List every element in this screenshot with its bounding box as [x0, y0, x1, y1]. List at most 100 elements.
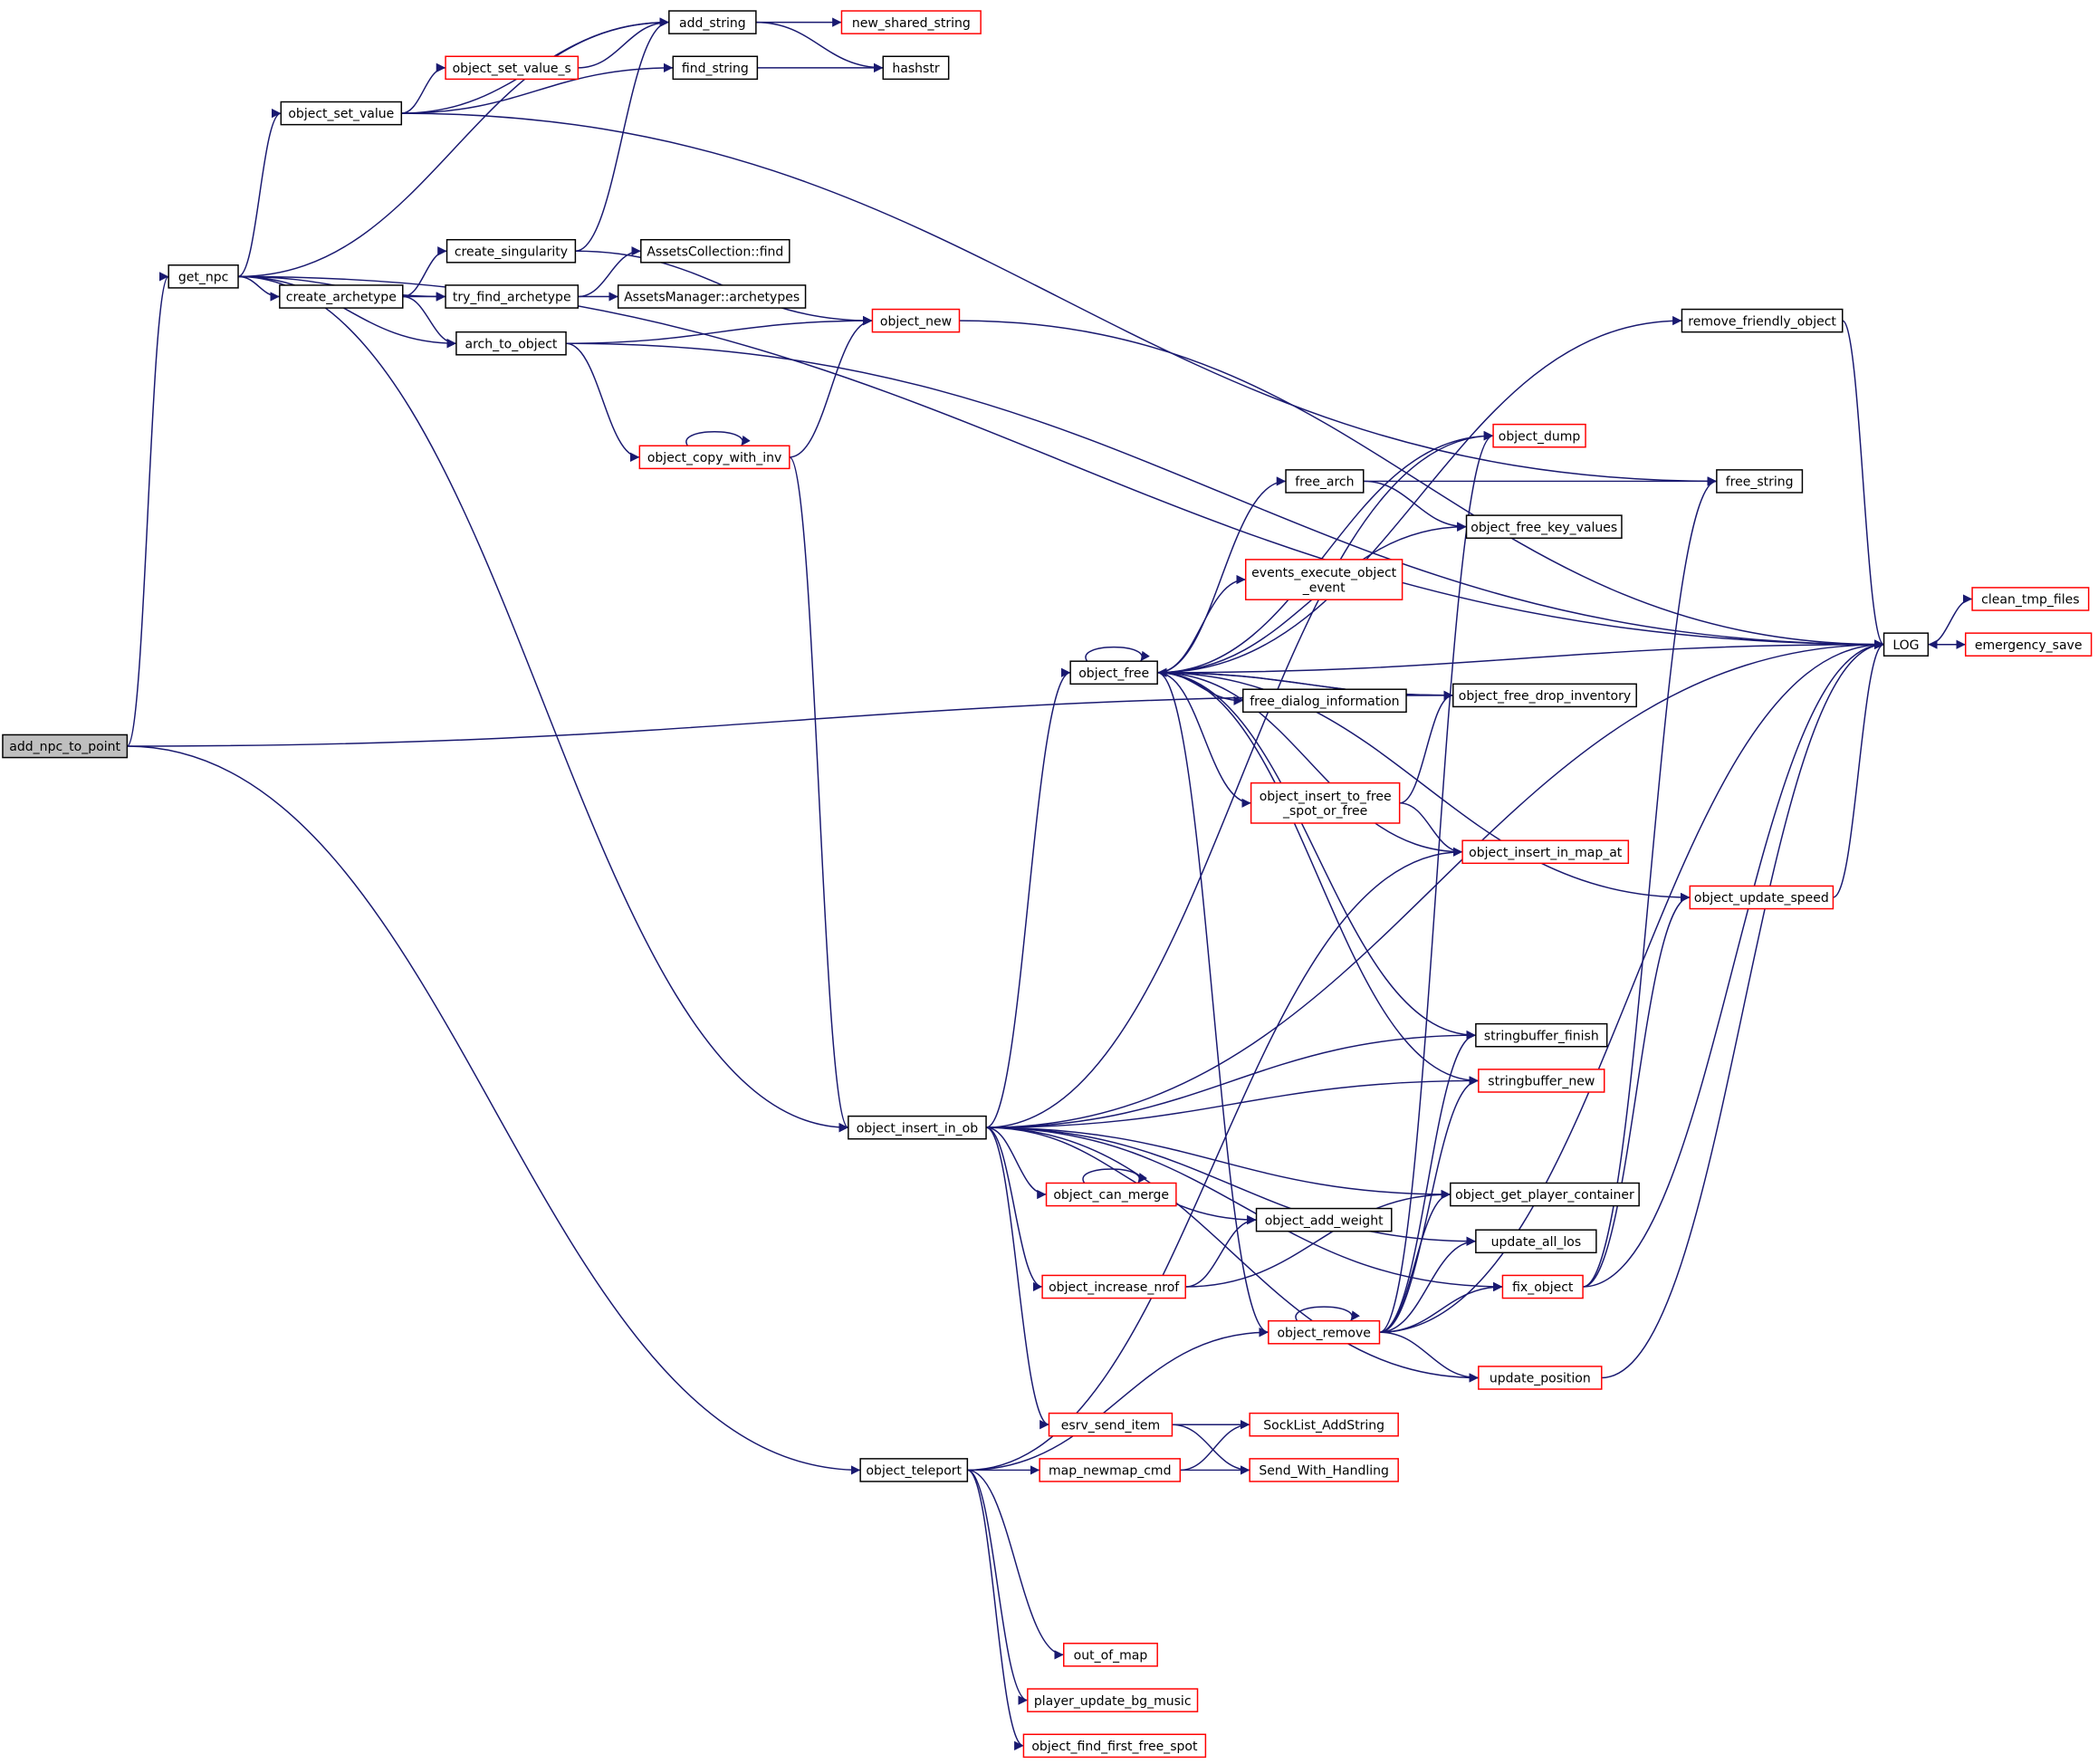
edge-object-insert-in-ob-to-object-increase-nrof [985, 1126, 1043, 1292]
edge-object-free-to-stringbuffer-new [1157, 672, 1479, 1086]
node-socklist-addstring[interactable]: SockList_AddString [1249, 1412, 1399, 1437]
node-add-string[interactable]: add_string [668, 10, 757, 34]
node-object-add-weight[interactable]: object_add_weight [1255, 1207, 1393, 1232]
node-events-execute-object-event[interactable]: events_execute_object_event [1244, 559, 1403, 600]
node-box [1475, 1229, 1597, 1254]
edge-object-free-to-object-insert-in-map-at [1157, 672, 1463, 857]
node-create-singularity[interactable]: create_singularity [445, 238, 577, 264]
edge-object-insert-in-ob-to-stringbuffer-finish [986, 1031, 1476, 1128]
node-box [1027, 1688, 1199, 1712]
edge-object-free-to-object-dump [1157, 431, 1494, 674]
node-map-newmap-cmd[interactable]: map_newmap_cmd [1039, 1458, 1182, 1482]
node-label: _event [1302, 580, 1346, 595]
node-object-set-value[interactable]: object_set_value [280, 101, 403, 126]
node-box [1069, 660, 1158, 685]
node-label: try_find_archetype [453, 291, 571, 305]
node-player-update-bg-music[interactable]: player_update_bg_music [1027, 1688, 1199, 1712]
node-find-string[interactable]: find_string [672, 55, 759, 81]
node-arch-to-object[interactable]: arch_to_object [455, 331, 567, 356]
edge-object-free-to-object-insert-to-free-spot-or-free [1157, 672, 1251, 808]
edge-object-free-to-object-update-speed [1157, 672, 1691, 903]
edge-object-teleport-to-object-remove [967, 1328, 1269, 1472]
node-box [1022, 1733, 1207, 1759]
node-assetsmanager-archetypes[interactable]: AssetsManager::archetypes [617, 284, 807, 309]
edge-object-insert-to-free-spot-or-free-to-object-free-drop-inventory [1399, 690, 1453, 804]
node-object-remove[interactable]: object_remove [1268, 1319, 1381, 1345]
node-box [1249, 1412, 1399, 1437]
edge-object-free-to-remove-friendly-object [1157, 315, 1682, 674]
node-update-position[interactable]: update_position [1478, 1366, 1603, 1390]
node-object-update-speed[interactable]: object_update_speed [1689, 885, 1835, 910]
node-label: object_insert_in_ob [857, 1121, 979, 1136]
edge-object-can-merge-to-object-can-merge [1082, 1168, 1147, 1184]
node-object-get-player-container[interactable]: object_get_player_container [1450, 1182, 1640, 1207]
edge-arch-to-object-to-log [566, 342, 1884, 649]
node-free-dialog-information[interactable]: free_dialog_information [1242, 688, 1407, 714]
node-new-shared-string[interactable]: new_shared_string [840, 10, 982, 34]
node-object-teleport[interactable]: object_teleport [859, 1458, 969, 1482]
edge-object-remove-to-stringbuffer-finish [1379, 1031, 1476, 1333]
node-object-insert-in-ob[interactable]: object_insert_in_ob [848, 1115, 987, 1140]
node-stringbuffer-new[interactable]: stringbuffer_new [1478, 1069, 1605, 1093]
node-log[interactable]: LOG [1882, 632, 1930, 657]
edge-get-npc-to-arch-to-object [238, 275, 456, 349]
node-fix-object[interactable]: fix_object [1501, 1274, 1584, 1299]
node-box [859, 1458, 969, 1482]
node-stringbuffer-finish[interactable]: stringbuffer_finish [1475, 1022, 1608, 1048]
node-try-find-archetype[interactable]: try_find_archetype [445, 284, 580, 309]
node-label: object_insert_to_free [1260, 790, 1392, 804]
edge-object-set-value-s-to-add-string [578, 17, 669, 69]
node-free-arch[interactable]: free_arch [1285, 469, 1365, 494]
edge-create-archetype-to-create-singularity [402, 246, 447, 298]
node-label: object_set_value_s [453, 62, 571, 76]
edge-object-insert-in-ob-to-stringbuffer-new [986, 1076, 1479, 1128]
node-object-can-merge[interactable]: object_can_merge [1045, 1182, 1177, 1207]
edge-fix-object-to-log [1583, 639, 1884, 1288]
node-add-npc-to-point[interactable]: add_npc_to_point [2, 733, 129, 759]
node-object-free-key-values[interactable]: object_free_key_values [1465, 514, 1623, 539]
node-box [455, 331, 567, 356]
node-object-insert-to-free-spot-or-free[interactable]: object_insert_to_free_spot_or_free [1250, 781, 1401, 824]
node-out-of-map[interactable]: out_of_map [1063, 1643, 1158, 1667]
node-object-dump[interactable]: object_dump [1492, 423, 1586, 448]
edge-arch-to-object-to-object-copy-with-inv [565, 342, 640, 462]
node-object-free[interactable]: object_free [1069, 660, 1158, 685]
node-free-string[interactable]: free_string [1716, 469, 1804, 494]
node-send-with-handling[interactable]: Send_With_Handling [1249, 1458, 1399, 1482]
edge-remove-friendly-object-to-log [1842, 320, 1885, 649]
node-object-copy-with-inv[interactable]: object_copy_with_inv [638, 445, 790, 470]
node-object-new[interactable]: object_new [871, 308, 961, 333]
node-object-free-drop-inventory[interactable]: object_free_drop_inventory [1452, 683, 1637, 708]
node-create-archetype[interactable]: create_archetype [279, 284, 404, 309]
node-box [1478, 1366, 1603, 1390]
node-box [1268, 1319, 1381, 1345]
node-box [1475, 1022, 1608, 1048]
node-remove-friendly-object[interactable]: remove_friendly_object [1681, 308, 1844, 333]
node-object-find-first-free-spot[interactable]: object_find_first_free_spot [1022, 1733, 1207, 1759]
node-esrv-send-item[interactable]: esrv_send_item [1048, 1412, 1174, 1437]
node-assetscollection-find[interactable]: AssetsCollection::find [640, 238, 790, 264]
node-box [445, 238, 577, 264]
node-object-increase-nrof[interactable]: object_increase_nrof [1041, 1274, 1186, 1299]
node-box [617, 284, 807, 309]
node-object-set-value-s[interactable]: object_set_value_s [445, 55, 580, 81]
node-label: free_dialog_information [1250, 695, 1399, 709]
node-box [1465, 514, 1623, 539]
node-get-npc[interactable]: get_npc [168, 264, 239, 289]
node-emergency-save[interactable]: emergency_save [1964, 632, 2093, 657]
node-hashstr[interactable]: hashstr [882, 55, 950, 81]
node-update-all-los[interactable]: update_all_los [1475, 1229, 1597, 1254]
edge-object-remove-to-update-all-los [1379, 1236, 1476, 1333]
edge-object-set-value-to-free-string [401, 112, 1717, 486]
edge-object-insert-in-ob-to-esrv-send-item [985, 1126, 1049, 1430]
node-clean-tmp-files[interactable]: clean_tmp_files [1971, 587, 2090, 611]
node-box [445, 284, 580, 309]
node-label: map_newmap_cmd [1049, 1464, 1172, 1479]
node-label: SockList_AddString [1263, 1418, 1384, 1433]
edge-add-npc-to-point-to-object-free-drop-inventory [127, 690, 1453, 747]
node-label: object_add_weight [1265, 1213, 1384, 1228]
node-label: object_dump [1499, 429, 1581, 444]
node-label: stringbuffer_new [1488, 1075, 1595, 1089]
node-object-insert-in-map-at[interactable]: object_insert_in_map_at [1461, 839, 1630, 865]
node-box [445, 55, 580, 81]
